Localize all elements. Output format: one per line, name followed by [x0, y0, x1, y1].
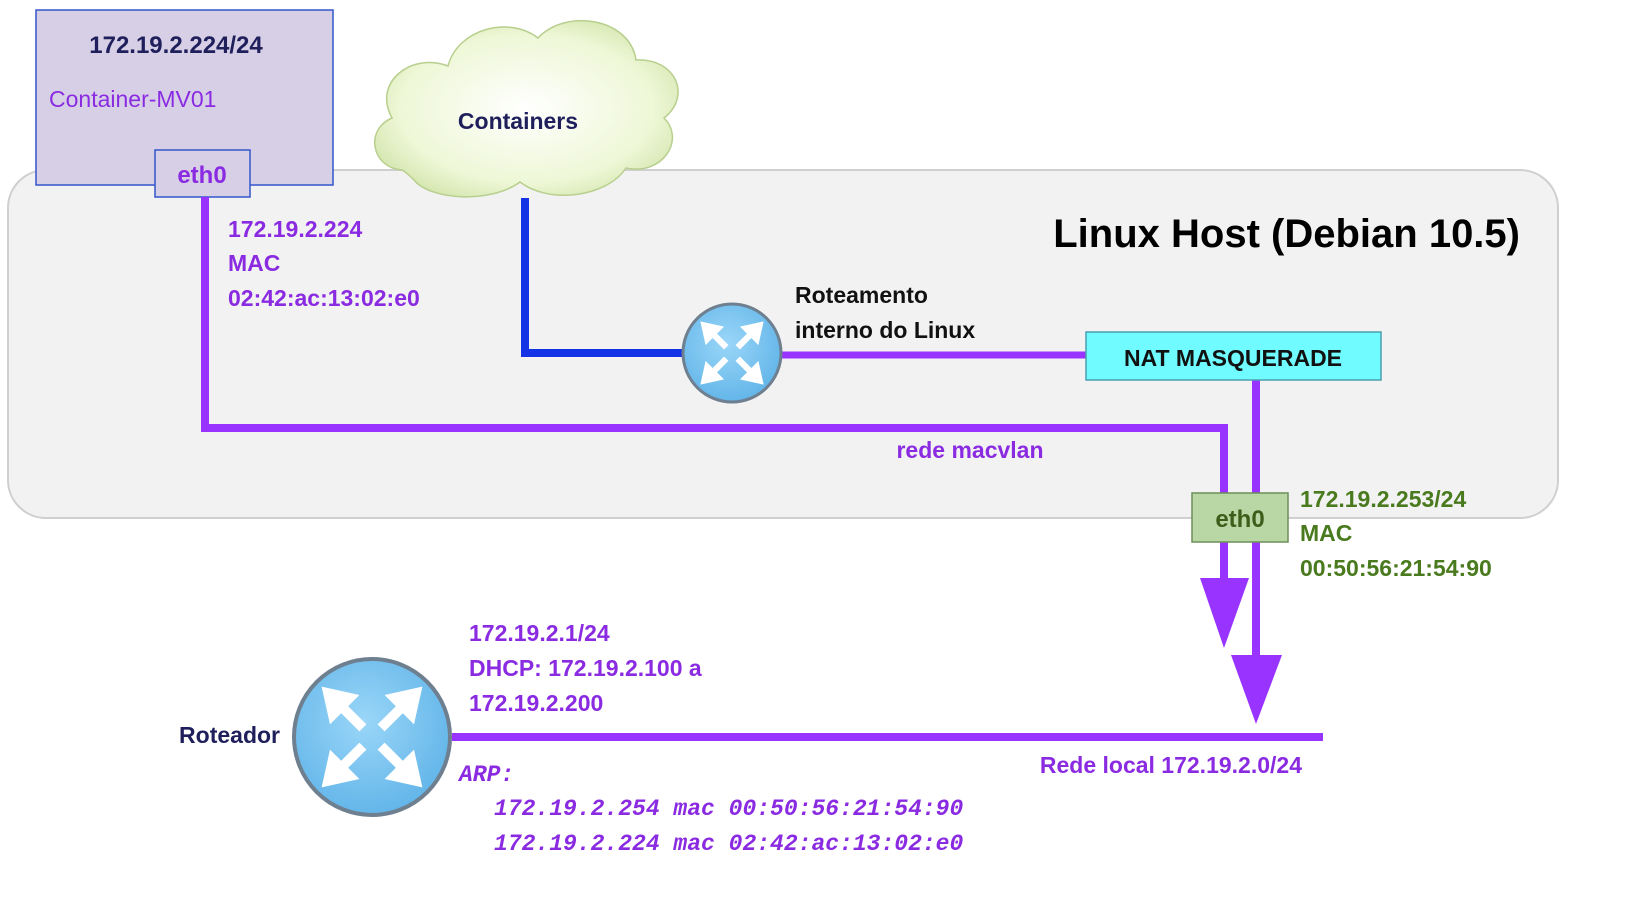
container-name: Container-MV01 — [49, 86, 216, 112]
router-dhcp-line1: DHCP: 172.19.2.100 a — [469, 655, 702, 681]
host-mac-label: MAC — [1300, 520, 1352, 546]
routing-label-line2: interno do Linux — [795, 317, 975, 343]
host-title: Linux Host (Debian 10.5) — [1053, 212, 1520, 256]
nat-box — [1085, 331, 1382, 381]
host-eth0-label: eth0 — [1215, 506, 1264, 533]
cloud-icon — [374, 19, 679, 198]
container-subnet: 172.19.2.224/24 — [89, 32, 263, 59]
lan-label: Rede local 172.19.2.0/24 — [1040, 752, 1302, 778]
internal-router-icon — [681, 302, 783, 404]
container-eth0-box — [154, 149, 251, 198]
router-label: Roteador — [179, 722, 280, 748]
routing-label-line1: Roteamento — [795, 282, 928, 308]
container-mac-label: MAC — [228, 250, 280, 276]
nat-label: NAT MASQUERADE — [1124, 345, 1342, 371]
router-ip: 172.19.2.1/24 — [469, 620, 610, 646]
router-dhcp-line2: 172.19.2.200 — [469, 690, 603, 716]
arp-entry-2: 172.19.2.224 mac 02:42:ac:13:02:e0 — [494, 831, 963, 857]
host-mac: 00:50:56:21:54:90 — [1300, 555, 1492, 581]
container-ip: 172.19.2.224 — [228, 216, 363, 242]
container-mac: 02:42:ac:13:02:e0 — [228, 285, 420, 311]
arp-entry-1: 172.19.2.254 mac 00:50:56:21:54:90 — [494, 796, 963, 822]
host-eth0-box — [1191, 492, 1289, 543]
host-ip: 172.19.2.253/24 — [1300, 486, 1466, 512]
cloud-label: Containers — [458, 108, 578, 134]
lan-router-icon — [292, 657, 452, 817]
macvlan-label: rede macvlan — [896, 437, 1043, 463]
arp-title: ARP: — [457, 762, 514, 788]
nat-arrow — [1231, 655, 1282, 724]
container-eth0-label: eth0 — [177, 162, 226, 189]
containers-link — [521, 198, 690, 357]
macvlan-arrow — [1200, 578, 1249, 648]
